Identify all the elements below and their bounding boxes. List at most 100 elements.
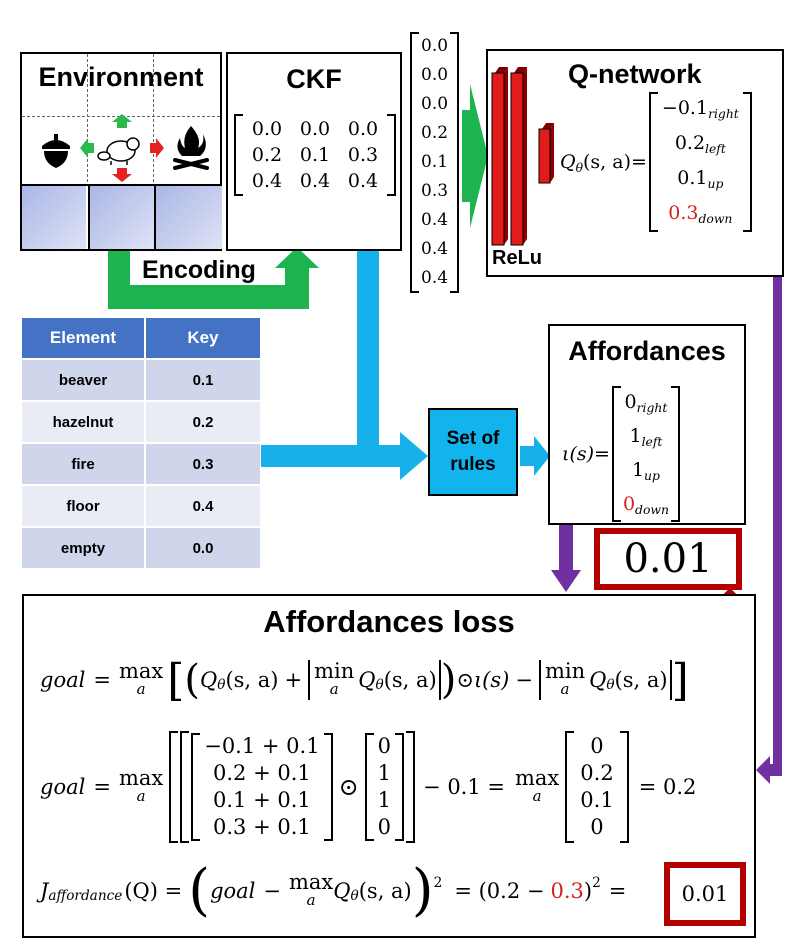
result-entry: 0.2 bbox=[580, 761, 614, 785]
arrow-down-icon bbox=[112, 168, 132, 182]
layer-bar bbox=[491, 67, 508, 246]
ckf-cell: 0.0 bbox=[251, 118, 283, 140]
ckf-matrix: 0.0 0.0 0.0 0.2 0.1 0.3 0.4 0.4 0.4 bbox=[234, 114, 396, 196]
key-cell: 0.0 bbox=[146, 528, 260, 568]
vector-entry: 0.0 bbox=[421, 94, 449, 114]
ckf-title: CKF bbox=[286, 64, 342, 94]
sum-entry: 0.3 + 0.1 bbox=[213, 815, 311, 839]
q-symbol: Q bbox=[560, 151, 576, 173]
iota-formula: ι(s)= 0right 1left 1up 0down bbox=[562, 386, 680, 522]
vector-entry: 0.2 bbox=[421, 123, 449, 143]
ckf-to-rules-arrow bbox=[261, 250, 428, 480]
acorn-icon bbox=[42, 134, 70, 168]
key-cell: 0.1 bbox=[146, 360, 260, 400]
iota-lhs: ι(s)= bbox=[562, 443, 610, 465]
encoding-label: Encoding bbox=[142, 256, 256, 284]
vector-entry: 0.3 bbox=[421, 181, 449, 201]
affordances-to-loss-arrow bbox=[551, 524, 581, 592]
result-entry: 0.1 bbox=[580, 788, 614, 812]
q-value-right: −0.1right bbox=[661, 97, 739, 122]
encoding-arrow bbox=[108, 247, 319, 309]
iota-vector: 0right 1left 1up 0down bbox=[611, 386, 680, 522]
floor-cell bbox=[88, 186, 154, 249]
sum-entry: 0.2 + 0.1 bbox=[213, 761, 311, 785]
iota-right: 0right bbox=[624, 391, 668, 416]
key-cell: 0.4 bbox=[146, 486, 260, 526]
floor-separator bbox=[22, 184, 220, 186]
floor-cell bbox=[154, 186, 222, 249]
sum-entry: 0.1 + 0.1 bbox=[213, 788, 311, 812]
rules-label: rules bbox=[450, 454, 496, 475]
key-cell: 0.2 bbox=[146, 402, 260, 442]
q-formula: Qθ(s, a)= −0.1right 0.2left 0.1up 0.3dow… bbox=[560, 92, 752, 232]
loss-title: Affordances loss bbox=[263, 604, 515, 639]
rules-to-affordances-arrow bbox=[520, 436, 550, 476]
iota-entry: 0 bbox=[377, 734, 392, 758]
ckf-cell: 0.0 bbox=[299, 118, 331, 140]
q-args: (s, a)= bbox=[583, 151, 647, 173]
iota-entry: 0 bbox=[377, 815, 392, 839]
vector-entry: 0.1 bbox=[421, 152, 449, 172]
qnetwork-box: Q-network ReLu Qθ(s, a)= −0.1right 0.2l bbox=[486, 49, 784, 277]
q-value-up: 0.1up bbox=[677, 167, 724, 192]
table-row: empty 0.0 bbox=[22, 528, 260, 568]
environment-title: Environment bbox=[38, 62, 204, 92]
vector-to-qnetwork-arrow bbox=[462, 84, 488, 228]
arrow-right-icon bbox=[150, 138, 164, 158]
ckf-cell: 0.4 bbox=[347, 170, 379, 192]
affordances-box: Affordances ι(s)= 0right 1left 1up 0down bbox=[548, 324, 746, 525]
ckf-box: CKF 0.0 0.0 0.0 0.2 0.1 0.3 0.4 0.4 0.4 bbox=[226, 52, 402, 251]
rules-label: Set of bbox=[446, 428, 500, 449]
beaver-icon bbox=[97, 137, 140, 165]
element-cell: beaver bbox=[22, 360, 144, 400]
arrow-left-icon bbox=[80, 138, 94, 158]
iota-left: 1left bbox=[629, 425, 663, 450]
header-key: Key bbox=[146, 318, 260, 358]
key-table: Element Key beaver 0.1 hazelnut 0.2 fire… bbox=[20, 316, 262, 570]
vector-entry: 0.4 bbox=[421, 210, 449, 230]
floor-cell bbox=[22, 186, 86, 249]
result-box: 0.01 bbox=[594, 528, 742, 590]
q-value-left: 0.2left bbox=[674, 132, 726, 157]
grid-divider bbox=[87, 54, 88, 182]
affordances-title: Affordances bbox=[568, 336, 726, 366]
rules-box: Set of rules bbox=[428, 408, 518, 496]
ckf-cell: 0.4 bbox=[299, 170, 331, 192]
element-cell: empty bbox=[22, 528, 144, 568]
direction-arrows bbox=[80, 114, 164, 182]
vector-entry: 0.4 bbox=[421, 239, 449, 259]
sum-entry: −0.1 + 0.1 bbox=[204, 734, 320, 758]
vector-entry: 0.4 bbox=[421, 268, 449, 288]
iota-entry: 1 bbox=[377, 788, 392, 812]
vector-entry: 0.0 bbox=[421, 65, 449, 85]
result-entry: 0 bbox=[590, 734, 604, 758]
qnetwork-to-loss-arrow bbox=[756, 276, 782, 784]
iota-down: 0down bbox=[622, 493, 669, 518]
layer-bar bbox=[538, 123, 554, 184]
ckf-cell: 0.0 bbox=[347, 118, 379, 140]
result-entry: 0 bbox=[590, 815, 604, 839]
table-row: beaver 0.1 bbox=[22, 360, 260, 400]
arrow-up-icon bbox=[112, 114, 132, 128]
table-row: fire 0.3 bbox=[22, 444, 260, 484]
grid-divider bbox=[153, 54, 154, 182]
ckf-cell: 0.2 bbox=[251, 144, 283, 166]
table-row: floor 0.4 bbox=[22, 486, 260, 526]
key-cell: 0.3 bbox=[146, 444, 260, 484]
network-layers bbox=[491, 67, 554, 246]
q-values-vector: −0.1right 0.2left 0.1up 0.3down bbox=[648, 92, 752, 232]
header-element: Element bbox=[22, 318, 144, 358]
element-cell: fire bbox=[22, 444, 144, 484]
relu-label: ReLu bbox=[492, 247, 542, 269]
table-header-row: Element Key bbox=[22, 318, 260, 358]
ckf-cell: 0.3 bbox=[347, 144, 379, 166]
vector-entry: 0.0 bbox=[421, 36, 449, 56]
q-value-down: 0.3down bbox=[668, 202, 733, 227]
theta-symbol: θ bbox=[575, 161, 584, 176]
environment-box: Environment bbox=[20, 52, 222, 251]
fire-icon bbox=[173, 126, 209, 170]
